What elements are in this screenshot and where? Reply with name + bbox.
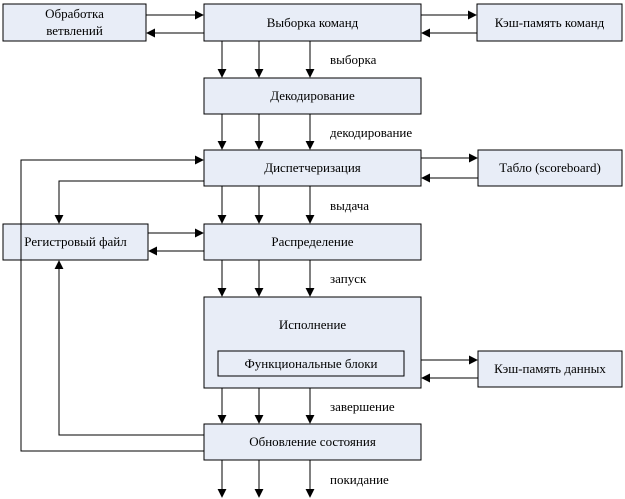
flow-execute-to-update: [217, 388, 315, 424]
decode-label: Декодирование: [270, 88, 355, 103]
flow-retire-out: [217, 460, 315, 498]
dispatch-node: Диспетчеризация: [203, 149, 422, 187]
flow-distribute-to-execute: [217, 260, 315, 297]
funits-label: Функциональные блоки: [245, 356, 378, 371]
loop-update-to-regfile: [54, 260, 204, 436]
execute-node: Исполнение Функциональные блоки: [203, 296, 422, 389]
link-fetch-icache: [421, 10, 477, 38]
update-label: Обновление состояния: [249, 434, 376, 449]
dcache-node: Кэш-память данных: [477, 350, 623, 388]
update-node: Обновление состояния: [203, 423, 422, 461]
loop-update-to-dispatch: [20, 155, 204, 452]
execute-label: Исполнение: [279, 317, 347, 332]
decode-node: Декодирование: [203, 77, 422, 115]
stage-fetch-label: выборка: [330, 52, 377, 67]
stage-decode-label: декодирование: [330, 125, 412, 140]
branch-node: Обработка ветвлений: [2, 3, 147, 42]
distribute-label: Распределение: [271, 234, 353, 249]
stage-launch-label: запуск: [330, 271, 367, 286]
stage-retire-label: покидание: [330, 472, 389, 487]
dcache-label: Кэш-память данных: [494, 361, 606, 376]
loop-dispatch-to-regfile: [54, 180, 204, 224]
icache-label: Кэш-память команд: [495, 15, 605, 30]
icache-node: Кэш-память команд: [476, 3, 623, 42]
link-dispatch-scoreboard: [421, 153, 478, 183]
branch-label-line2: ветвлений: [46, 23, 103, 38]
regfile-label: Регистровый файл: [24, 234, 127, 249]
distribute-node: Распределение: [203, 223, 422, 261]
scoreboard-label: Табло (scoreboard): [499, 160, 601, 175]
flow-decode-to-dispatch: [217, 114, 315, 150]
scoreboard-node: Табло (scoreboard): [477, 149, 623, 187]
flow-fetch-to-decode: [217, 41, 315, 78]
fetch-label: Выборка команд: [267, 15, 359, 30]
fetch-node: Выборка команд: [203, 3, 422, 42]
regfile-node: Регистровый файл: [2, 223, 149, 261]
link-branch-fetch: [146, 10, 204, 38]
flow-dispatch-to-distribute: [217, 186, 315, 224]
branch-label-line1: Обработка: [45, 6, 104, 21]
stage-issue-label: выдача: [330, 198, 369, 213]
link-execute-dcache: [421, 355, 478, 383]
stage-complete-label: завершение: [330, 399, 395, 414]
dispatch-label: Диспетчеризация: [264, 160, 361, 175]
link-regfile-distribute: [148, 228, 204, 256]
